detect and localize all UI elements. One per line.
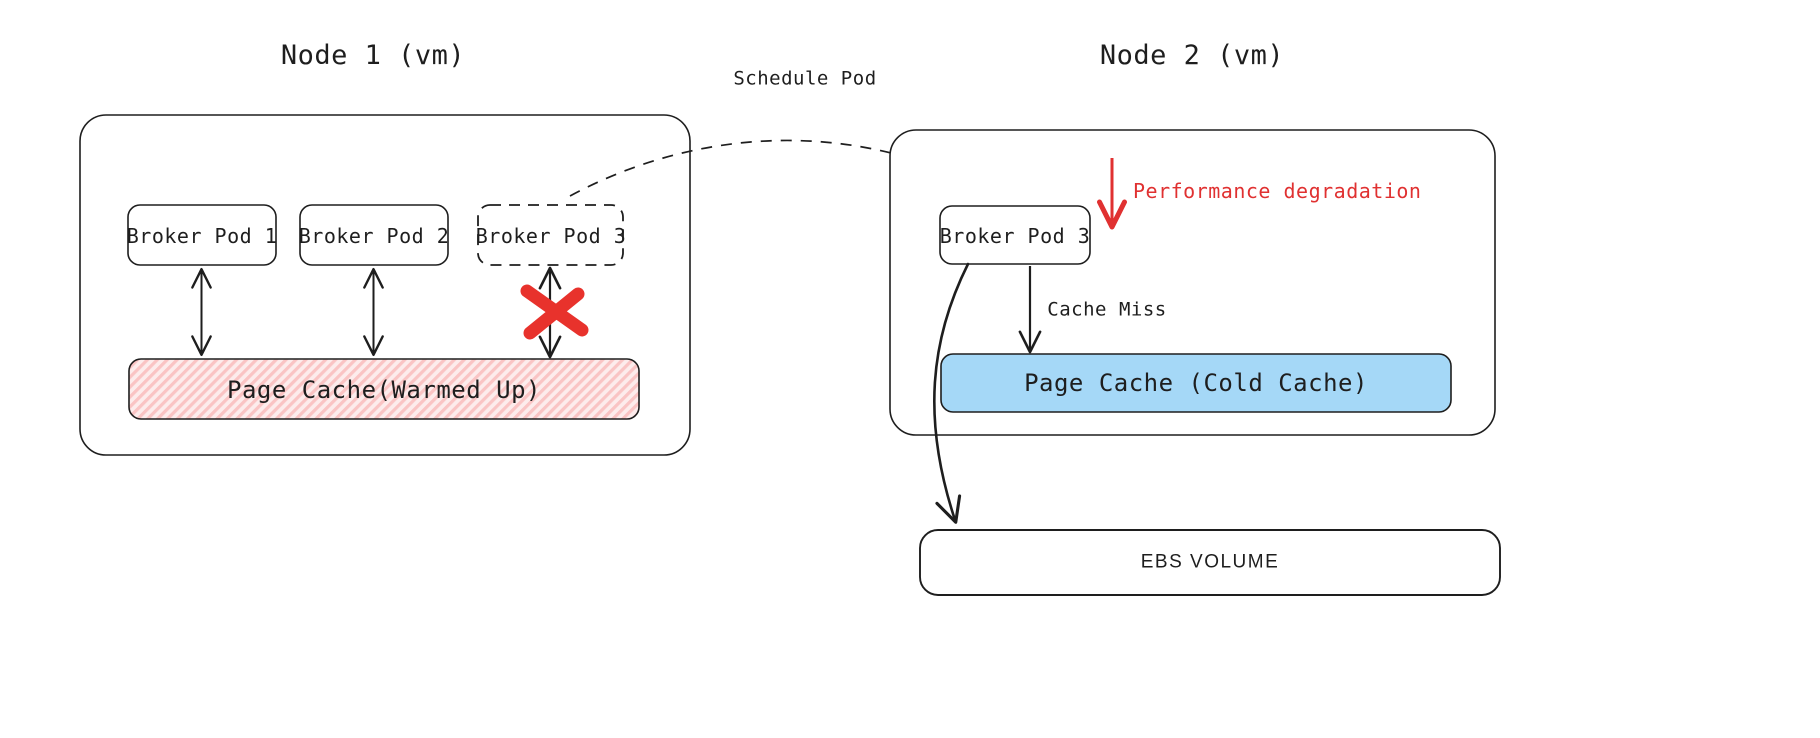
page-cache-warm-box <box>128 358 640 420</box>
pod-box-broker-pod-3-evicted[interactable] <box>477 204 624 266</box>
pod-box-broker-pod-1[interactable] <box>127 204 277 266</box>
broken-link-x-icon <box>520 284 589 340</box>
ebs-volume-box <box>919 529 1501 596</box>
pod-to-ebs-arrow <box>933 262 970 524</box>
page-cache-cold-box <box>940 353 1452 413</box>
pod-box-broker-pod-2[interactable] <box>299 204 449 266</box>
pod-box-broker-pod-3-scheduled[interactable] <box>939 205 1091 265</box>
